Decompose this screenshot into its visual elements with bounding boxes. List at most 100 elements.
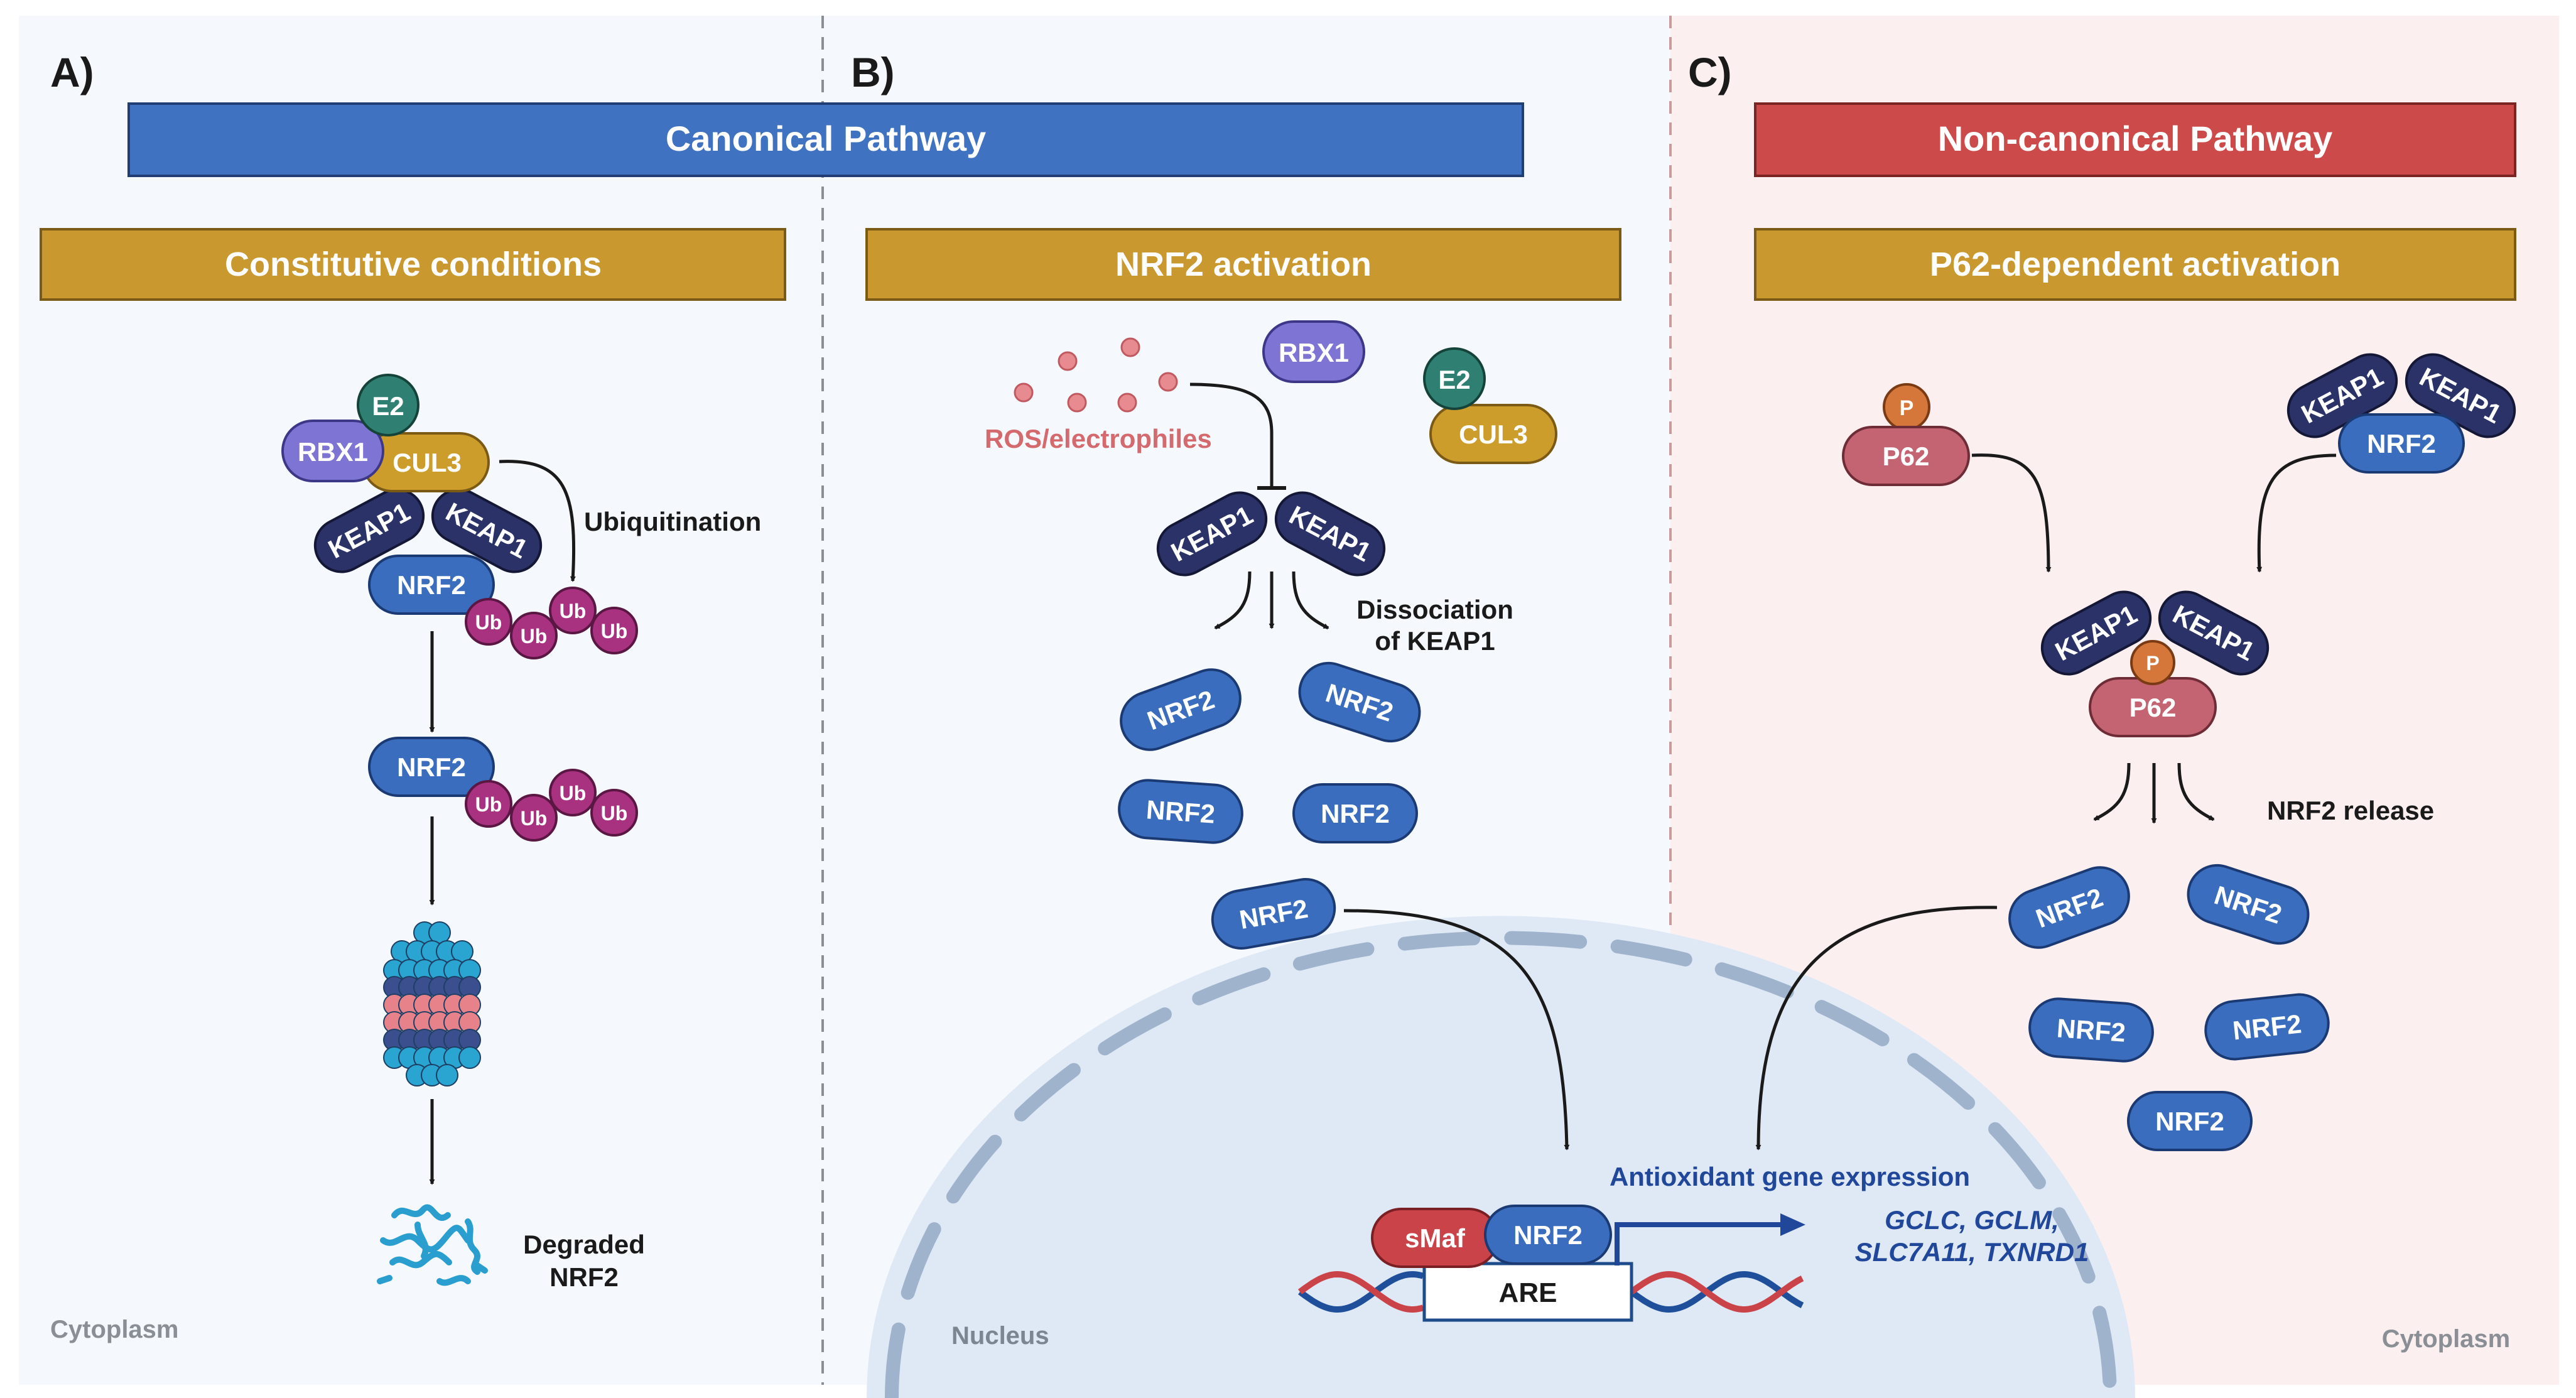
svg-text:Ub: Ub xyxy=(560,782,587,805)
rbx1-a xyxy=(281,420,384,482)
ros-electrophiles-label: ROS/electrophiles xyxy=(985,424,1212,453)
nrf2-free-b3: NRF2 xyxy=(1118,779,1243,844)
e2-b xyxy=(1423,347,1486,410)
p62-c1-label: P62 xyxy=(1883,442,1930,471)
svg-text:NRF2: NRF2 xyxy=(1145,794,1216,829)
nucleus xyxy=(867,916,2135,1398)
nrf2-ubiquitinated-label: NRF2 xyxy=(397,752,466,782)
release-arrow-right xyxy=(2177,762,2215,821)
nrf2-bound-c xyxy=(2338,413,2465,474)
dna-helix xyxy=(1298,1271,1804,1313)
svg-text:NRF2: NRF2 xyxy=(2056,1013,2127,1048)
nrf2-free-b1: NRF2 xyxy=(1120,668,1242,751)
nuclear-translocation-arrow-b xyxy=(1343,909,1570,1151)
e2-a-label: E2 xyxy=(372,391,404,421)
keap1-right-c2: KEAP1 xyxy=(2158,590,2270,676)
panel-a-keap1-complex: KEAP1 KEAP1 CUL3 RBX1 E2 NRF2 Ub Ub Ub U… xyxy=(281,374,638,659)
ub-chain-1: Ub Ub Ub Ub xyxy=(465,587,638,659)
cytoplasm-label-a: Cytoplasm xyxy=(50,1316,179,1343)
p62-activation-banner xyxy=(1754,228,2516,301)
nrf2-free-b2: NRF2 xyxy=(1298,661,1421,743)
nrf2-free-c3: NRF2 xyxy=(2028,997,2154,1063)
p62-c2-label: P62 xyxy=(2130,693,2177,722)
nrf2-nuclear xyxy=(1484,1205,1612,1265)
genes-line2: SLC7A11, TXNRD1 xyxy=(1855,1237,2089,1267)
dissociation-label-line1: Dissociation xyxy=(1356,595,1513,624)
noncanonical-pathway-banner xyxy=(1754,102,2516,177)
are-element xyxy=(1422,1262,1633,1322)
panel-b-letter: B) xyxy=(851,49,895,95)
ub-chain-2: Ub Ub Ub Ub xyxy=(465,769,638,842)
proteasome-subunit xyxy=(458,1046,481,1069)
degraded-label-line2: NRF2 xyxy=(549,1262,619,1292)
svg-text:Ub: Ub xyxy=(601,620,628,642)
canonical-pathway-label: Canonical Pathway xyxy=(666,119,986,158)
ros-electrophiles-dots xyxy=(1014,337,1178,413)
degraded-label-line1: Degraded xyxy=(523,1230,645,1259)
dissociation-arrow-right xyxy=(1292,571,1329,630)
nuclear-envelope xyxy=(885,931,2117,1398)
nrf2-bound-c-label: NRF2 xyxy=(2367,429,2436,458)
phosphate-c2 xyxy=(2130,640,2175,685)
nuclear-translocation-arrow-c xyxy=(1755,906,1998,1151)
rbx1-b xyxy=(1262,320,1365,383)
dissociation-arrow-left xyxy=(1214,571,1252,630)
e2-b-label: E2 xyxy=(1438,365,1470,394)
dna-strand xyxy=(1630,1271,1804,1313)
nrf2-free-c2: NRF2 xyxy=(2187,864,2310,945)
constitutive-conditions-label: Constitutive conditions xyxy=(225,246,602,283)
inhibition-arrow xyxy=(1189,382,1274,487)
dna-strand xyxy=(1298,1271,1424,1313)
svg-text:Ub: Ub xyxy=(475,611,502,634)
p62-c1 xyxy=(1842,426,1970,486)
transcription-arrow xyxy=(1615,1222,1783,1265)
proteasome-subunit xyxy=(451,940,474,963)
transcription-arrowhead xyxy=(1780,1213,1805,1236)
genes-line1: GCLC, GCLM, xyxy=(1885,1205,2059,1235)
cul3-b-label: CUL3 xyxy=(1459,420,1528,449)
panel-a-background xyxy=(19,16,823,1385)
release-arrow-left xyxy=(2093,762,2131,821)
dna-strand xyxy=(1298,1271,1424,1313)
smaf-label: sMaf xyxy=(1405,1223,1466,1253)
constitutive-conditions-banner xyxy=(40,228,786,301)
nrf2-free-c4: NRF2 xyxy=(2204,993,2330,1061)
svg-text:Ub: Ub xyxy=(560,600,587,622)
e2-a xyxy=(357,374,419,436)
nrf2-free-c5: NRF2 xyxy=(2127,1091,2253,1151)
are-label: ARE xyxy=(1499,1277,1557,1308)
p62-arrow xyxy=(1971,453,2052,573)
svg-text:NRF2: NRF2 xyxy=(2231,1009,2303,1045)
nucleus-label: Nucleus xyxy=(951,1322,1049,1350)
nrf2-free-c1: NRF2 xyxy=(2008,866,2130,949)
panel-c-letter: C) xyxy=(1688,49,1732,95)
proteasome-icon xyxy=(383,921,481,1086)
svg-text:Ub: Ub xyxy=(601,802,628,825)
nrf2-release-label: NRF2 release xyxy=(2267,796,2434,825)
nrf2-activation-banner xyxy=(865,228,1621,301)
dissociation-label-line2: of KEAP1 xyxy=(1375,626,1495,656)
keap1-nrf2-arrow xyxy=(2256,453,2337,573)
cytoplasm-label-c: Cytoplasm xyxy=(2382,1325,2511,1353)
nrf2-nuclear-label: NRF2 xyxy=(1513,1220,1583,1250)
svg-text:NRF2: NRF2 xyxy=(2155,1107,2224,1136)
antioxidant-label: Antioxidant gene expression xyxy=(1610,1162,1970,1191)
svg-text:Ub: Ub xyxy=(521,625,548,648)
nrf2-free-b4: NRF2 xyxy=(1292,783,1418,843)
svg-text:Ub: Ub xyxy=(475,793,502,816)
svg-text:Ub: Ub xyxy=(521,807,548,830)
rbx1-b-label: RBX1 xyxy=(1279,338,1349,367)
proteasome-subunit xyxy=(436,1064,458,1086)
nrf2-ubiquitinated xyxy=(368,737,495,797)
degraded-peptides-icon xyxy=(377,1204,488,1286)
canonical-pathway-banner xyxy=(127,102,1524,177)
cul3-b xyxy=(1429,404,1557,464)
panel-a-letter: A) xyxy=(50,49,94,95)
rbx1-a-label: RBX1 xyxy=(298,437,368,467)
ubiquitination-label: Ubiquitination xyxy=(584,507,761,536)
phosphate-c1-label: P xyxy=(1900,396,1914,420)
p62-activation-label: P62-dependent activation xyxy=(1930,246,2341,283)
cul3-a-label: CUL3 xyxy=(392,448,462,477)
